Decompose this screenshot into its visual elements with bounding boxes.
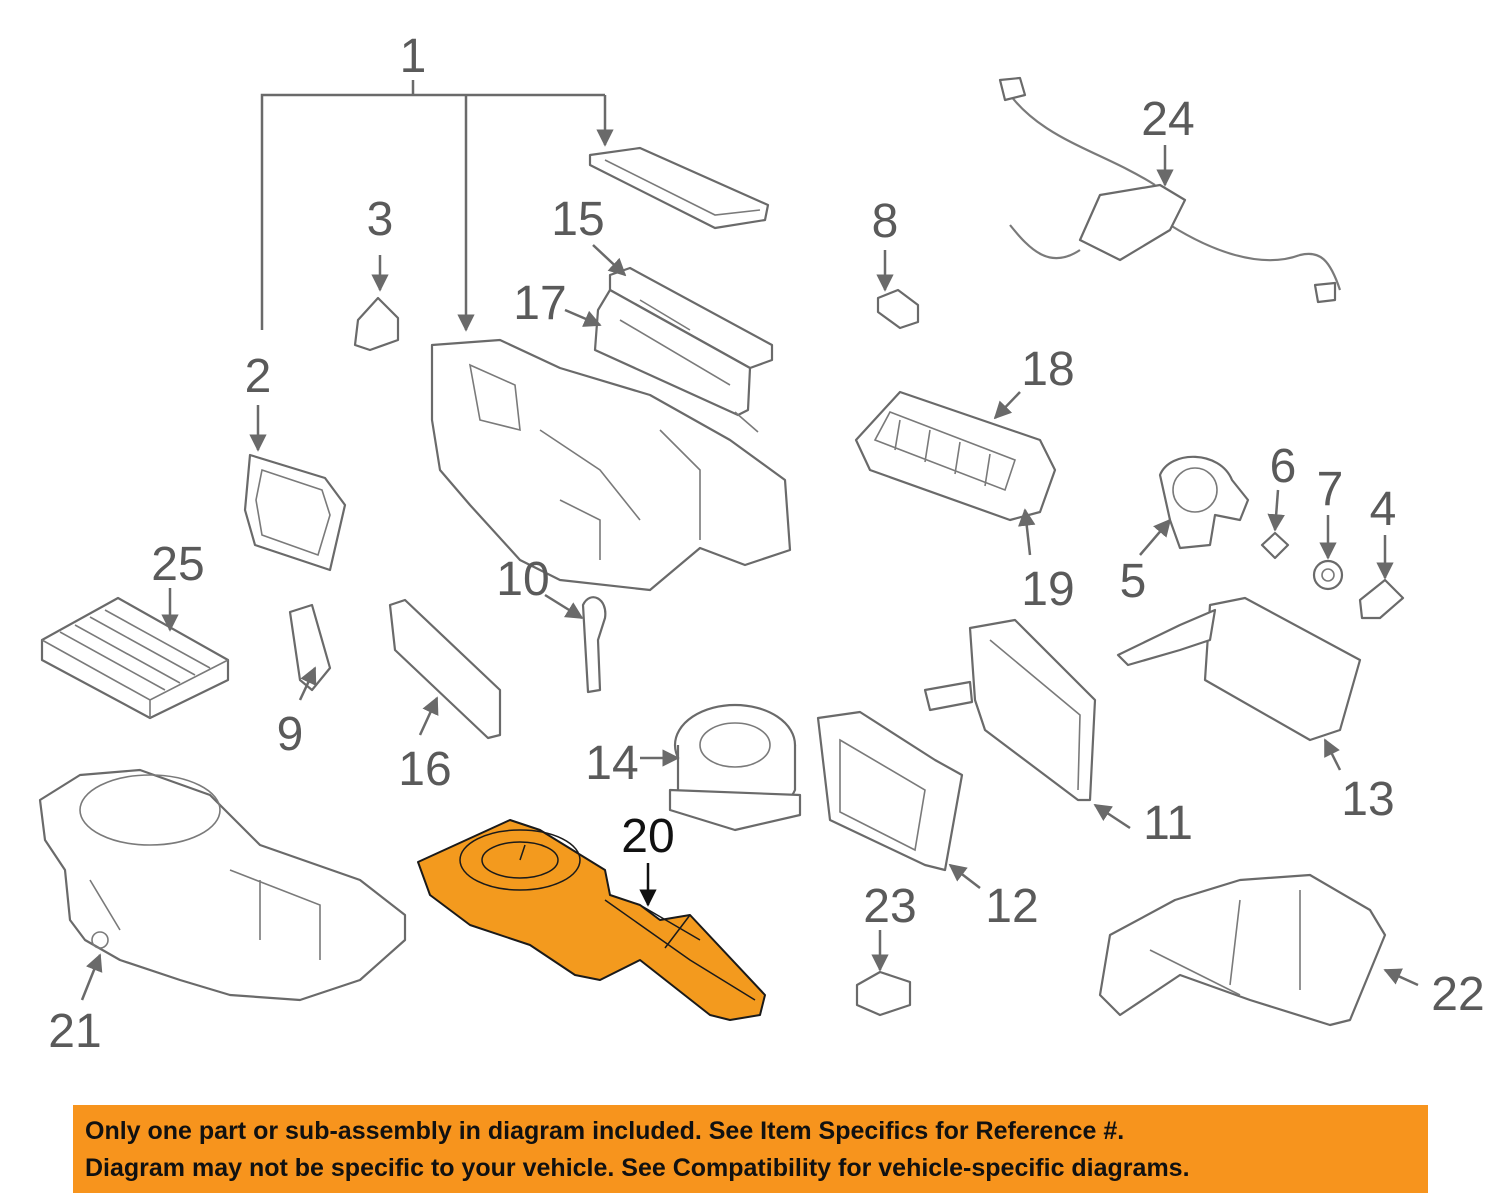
- part-21-lower-housing: [38, 768, 407, 1002]
- part-15-17-actuator-housing: [593, 266, 774, 433]
- part-4-bracket: [1358, 578, 1405, 620]
- callout-12: 12: [985, 880, 1038, 933]
- part-1-main-housing: [430, 338, 792, 592]
- part-25-cabin-filter: [40, 596, 230, 720]
- callout-6: 6: [1270, 440, 1297, 493]
- callout-23: 23: [863, 880, 916, 933]
- part-6-clip: [1260, 531, 1290, 560]
- part-5-actuator: [1158, 455, 1250, 550]
- part-10-bracket: [581, 596, 607, 694]
- callout-9: 9: [277, 708, 304, 761]
- callout-14: 14: [585, 737, 638, 790]
- part-18-19-temperature-door: [854, 390, 1057, 522]
- part-7-nut: [1312, 559, 1344, 591]
- part-3-bracket: [353, 296, 400, 352]
- callout-13: 13: [1341, 773, 1394, 826]
- callout-16: 16: [398, 743, 451, 796]
- part-1-top-filter-door: [588, 146, 770, 230]
- callout-21: 21: [48, 1005, 101, 1058]
- part-22-housing-cover: [1098, 873, 1387, 1027]
- disclaimer-line-2: Diagram may not be specific to your vehi…: [85, 1154, 1190, 1182]
- part-2-gasket: [243, 453, 347, 572]
- callout-5: 5: [1120, 555, 1147, 608]
- callout-25: 25: [151, 538, 204, 591]
- part-20-blower-housing-highlighted: [417, 819, 766, 1021]
- callout-8: 8: [872, 195, 899, 248]
- callout-17: 17: [513, 277, 566, 330]
- part-12-evaporator-housing: [816, 710, 964, 872]
- part-13-heater-core: [1116, 596, 1362, 742]
- callout-3: 3: [367, 193, 394, 246]
- callout-11: 11: [1143, 797, 1193, 850]
- disclaimer-banner: Only one part or sub-assembly in diagram…: [73, 1105, 1428, 1193]
- callout-2: 2: [245, 350, 272, 403]
- part-23-clip: [855, 970, 912, 1017]
- callout-18: 18: [1021, 343, 1074, 396]
- part-16-seal: [388, 598, 502, 740]
- part-9-clip: [288, 603, 332, 692]
- callout-7: 7: [1317, 463, 1344, 516]
- disclaimer-line-1: Only one part or sub-assembly in diagram…: [85, 1117, 1125, 1145]
- callout-20: 20: [621, 810, 674, 863]
- callout-1: 1: [400, 30, 427, 83]
- callout-22: 22: [1431, 968, 1484, 1021]
- callout-labels: 1 2 3 15 17 8 24 18 6 7 4 19 5 25 10 9 1…: [48, 30, 1484, 1058]
- part-24-wiring-harness: [998, 76, 1342, 304]
- callout-24: 24: [1141, 93, 1194, 146]
- callout-15: 15: [551, 193, 604, 246]
- leader-lines: [80, 145, 1419, 1001]
- callout-10: 10: [496, 553, 549, 606]
- callout-19: 19: [1021, 563, 1074, 616]
- callout-4: 4: [1370, 483, 1397, 536]
- callout-1-bracket: [260, 80, 614, 332]
- part-14-blower-motor: [668, 703, 802, 832]
- part-11-evaporator: [923, 618, 1097, 802]
- part-8-clip: [876, 288, 920, 330]
